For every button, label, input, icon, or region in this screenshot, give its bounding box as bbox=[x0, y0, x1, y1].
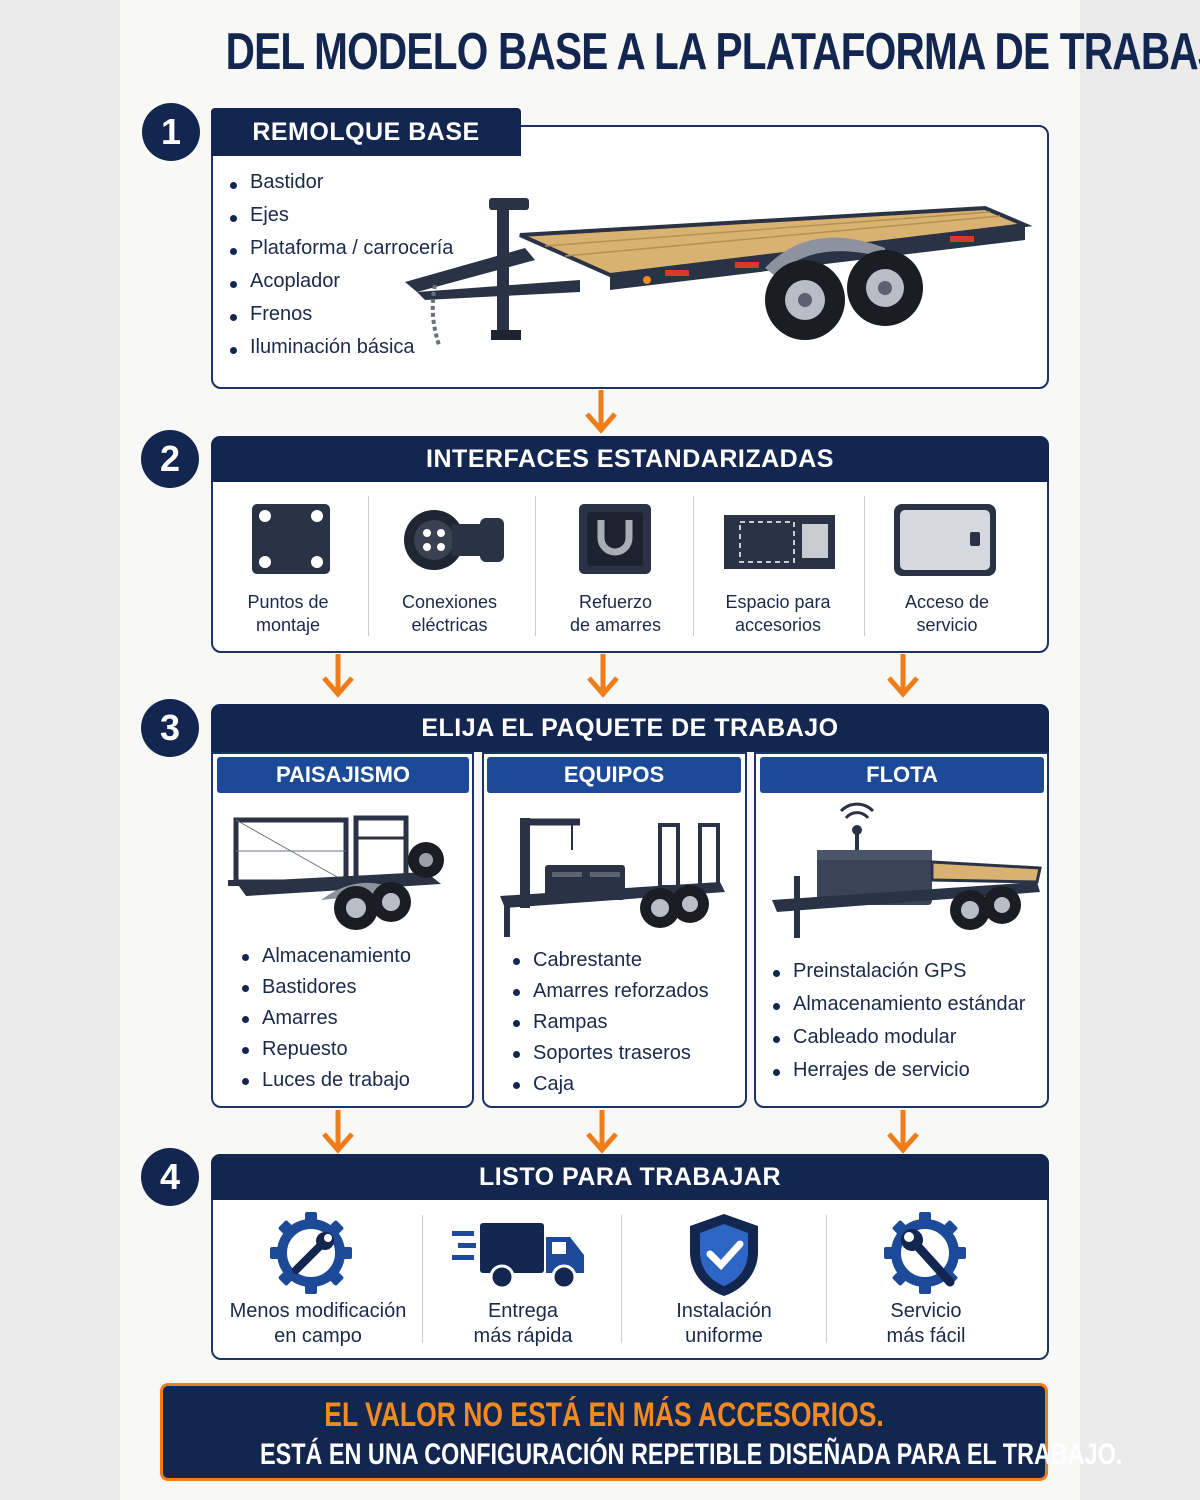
equipment-trailer-illustration bbox=[500, 818, 725, 937]
list-item: Frenos bbox=[228, 300, 453, 333]
step-4-number: 4 bbox=[141, 1148, 199, 1206]
interface-label: accesorios bbox=[734, 615, 822, 635]
interface-service-access: Acceso de servicio bbox=[872, 591, 1022, 637]
benefit-label: más rápida bbox=[473, 1325, 573, 1347]
package-name: EQUIPOS bbox=[487, 757, 741, 793]
page-title: DEL MODELO BASE A LA PLATAFORMA DE TRABA… bbox=[225, 23, 1200, 81]
list-item: Cabrestante bbox=[511, 945, 709, 976]
list-item: Repuesto bbox=[240, 1034, 411, 1065]
fleet-trailer-illustration bbox=[772, 802, 1042, 938]
down-arrow-icon bbox=[586, 1110, 618, 1154]
step-2-heading: INTERFACES ESTANDARIZADAS bbox=[211, 436, 1049, 482]
list-item: Ejes bbox=[228, 201, 453, 234]
shield-check-icon bbox=[690, 1214, 758, 1296]
interface-accessory-space: Espacio para accesorios bbox=[703, 591, 853, 637]
list-item: Plataforma / carrocería bbox=[228, 234, 453, 267]
benefit-label: Instalación bbox=[676, 1300, 772, 1322]
interface-label: de amarres bbox=[569, 615, 662, 635]
value-statement-line-2: ESTÁ EN UNA CONFIGURACIÓN REPETIBLE DISE… bbox=[260, 1438, 1123, 1471]
down-arrow-icon bbox=[587, 654, 619, 698]
delivery-truck-icon bbox=[452, 1223, 584, 1290]
fleet-items-list: Preinstalación GPS Almacenamiento estánd… bbox=[771, 956, 1025, 1088]
list-item: Acoplador bbox=[228, 267, 453, 300]
list-item: Preinstalación GPS bbox=[771, 956, 1025, 989]
tie-down-ring-icon bbox=[579, 504, 651, 574]
divider bbox=[621, 1215, 622, 1343]
step-2-number: 2 bbox=[141, 430, 199, 488]
list-item: Caja bbox=[511, 1069, 709, 1100]
electrical-connector-icon bbox=[404, 510, 504, 570]
benefit-faster-delivery: Entrega más rápida bbox=[432, 1299, 614, 1349]
value-statement-line-1: EL VALOR NO ESTÁ EN MÁS ACCESORIOS. bbox=[324, 1396, 884, 1434]
interface-label: montaje bbox=[255, 615, 321, 635]
landscaping-trailer-illustration bbox=[228, 815, 444, 930]
package-name: PAISAJISMO bbox=[217, 757, 469, 793]
list-item: Luces de trabajo bbox=[240, 1065, 411, 1096]
list-item: Iluminación básica bbox=[228, 333, 453, 366]
benefit-less-field-modification: Menos modificación en campo bbox=[222, 1299, 414, 1349]
benefit-easier-service: Servicio más fácil bbox=[836, 1299, 1016, 1349]
package-card-equipment bbox=[482, 752, 747, 1108]
benefit-label: uniforme bbox=[685, 1325, 763, 1347]
step-1-heading: REMOLQUE BASE bbox=[211, 108, 521, 156]
interface-label: Puntos de bbox=[247, 592, 329, 612]
interface-mounting-points: Puntos de montaje bbox=[218, 591, 358, 637]
mounting-plate-icon bbox=[252, 504, 330, 574]
divider bbox=[864, 496, 865, 636]
down-arrow-icon bbox=[585, 390, 617, 434]
interface-label: Refuerzo bbox=[578, 592, 653, 612]
divider bbox=[535, 496, 536, 636]
base-trailer-illustration bbox=[405, 198, 1033, 346]
down-arrow-icon bbox=[322, 654, 354, 698]
down-arrow-icon bbox=[887, 654, 919, 698]
step-4-heading: LISTO PARA TRABAJAR bbox=[211, 1154, 1049, 1200]
interface-electrical-connections: Conexiones eléctricas bbox=[377, 591, 522, 637]
benefit-label: en campo bbox=[274, 1325, 362, 1347]
divider bbox=[693, 496, 694, 636]
list-item: Rampas bbox=[511, 1007, 709, 1038]
interface-label: Acceso de bbox=[904, 592, 990, 612]
benefit-label: más fácil bbox=[886, 1325, 966, 1347]
step-1-number: 1 bbox=[142, 103, 200, 161]
list-item: Cableado modular bbox=[771, 1022, 1025, 1055]
value-statement-banner: EL VALOR NO ESTÁ EN MÁS ACCESORIOS. ESTÁ… bbox=[160, 1383, 1123, 1481]
step-3-heading: ELIJA EL PAQUETE DE TRABAJO bbox=[211, 704, 1049, 752]
down-arrow-icon bbox=[322, 1110, 354, 1154]
interface-label: eléctricas bbox=[411, 615, 488, 635]
accessory-space-icon bbox=[724, 515, 835, 569]
landscaping-items-list: Almacenamiento Bastidores Amarres Repues… bbox=[240, 941, 411, 1096]
benefit-label: Menos modificación bbox=[229, 1300, 407, 1322]
step-3-number: 3 bbox=[141, 699, 199, 757]
list-item: Almacenamiento bbox=[240, 941, 411, 972]
list-item: Amarres reforzados bbox=[511, 976, 709, 1007]
list-item: Bastidor bbox=[228, 168, 453, 201]
service-hatch-icon bbox=[894, 504, 996, 576]
package-card-landscaping bbox=[211, 752, 474, 1108]
list-item: Almacenamiento estándar bbox=[771, 989, 1025, 1022]
base-trailer-components-list: Bastidor Ejes Plataforma / carrocería Ac… bbox=[228, 168, 453, 366]
interface-label: Espacio para bbox=[725, 592, 831, 612]
package-name: FLOTA bbox=[760, 757, 1044, 793]
interface-label: servicio bbox=[916, 615, 978, 635]
interface-label: Conexiones bbox=[401, 592, 498, 612]
service-tools-icon bbox=[884, 1212, 966, 1294]
interface-tie-down-reinforcement: Refuerzo de amarres bbox=[543, 591, 688, 637]
list-item: Soportes traseros bbox=[511, 1038, 709, 1069]
list-item: Bastidores bbox=[240, 972, 411, 1003]
divider bbox=[826, 1215, 827, 1343]
benefit-uniform-installation: Instalación uniforme bbox=[632, 1299, 816, 1349]
gear-wrench-icon bbox=[270, 1212, 352, 1294]
down-arrow-icon bbox=[887, 1110, 919, 1154]
benefit-label: Entrega bbox=[487, 1300, 559, 1322]
list-item: Amarres bbox=[240, 1003, 411, 1034]
divider bbox=[422, 1215, 423, 1343]
list-item: Herrajes de servicio bbox=[771, 1055, 1025, 1088]
benefit-label: Servicio bbox=[890, 1300, 962, 1322]
equipment-items-list: Cabrestante Amarres reforzados Rampas So… bbox=[511, 945, 709, 1100]
package-card-fleet bbox=[754, 752, 1049, 1108]
divider bbox=[368, 496, 369, 636]
